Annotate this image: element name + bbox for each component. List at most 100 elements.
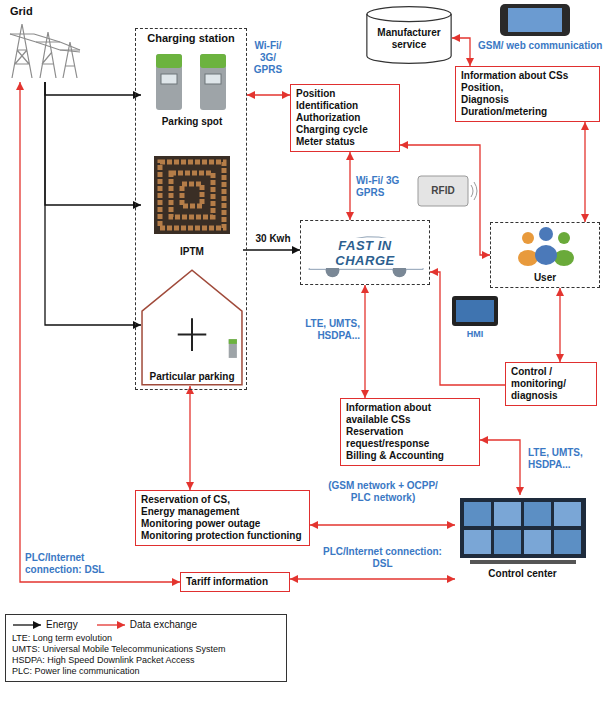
cylinder-rim xyxy=(367,14,451,22)
control-center-monitors xyxy=(470,560,576,564)
iptm-coil xyxy=(154,156,230,234)
phone-icon xyxy=(500,4,570,36)
charger-posts xyxy=(205,74,221,84)
user-people-icon xyxy=(558,232,570,244)
rfid-card xyxy=(471,182,477,200)
node-text: Tariff information xyxy=(186,576,284,588)
iptm-node: IPTM xyxy=(141,151,243,261)
data-connector xyxy=(430,272,505,385)
node-text: Diagnosis xyxy=(461,94,594,106)
info-box: Tariff information xyxy=(180,572,290,592)
node-text: Monitoring protection functioning xyxy=(141,530,304,542)
charger-posts xyxy=(161,74,177,84)
energy-connector xyxy=(243,249,300,250)
rfid-card xyxy=(418,176,477,206)
house-outline xyxy=(142,270,242,385)
node-text: Energy management xyxy=(141,506,304,518)
node-text: Position, xyxy=(461,82,594,94)
legend-item: Data exchange xyxy=(96,619,197,630)
edge-label: Wi-Fi/ 3G GPRS xyxy=(356,175,412,199)
iptm-coil xyxy=(171,173,213,217)
data-connector xyxy=(480,440,520,495)
edge-label: LTE, UMTS, HSDPA... xyxy=(528,447,600,471)
wall-charger xyxy=(229,339,237,344)
info-box: PositionIdentificationAuthorizationCharg… xyxy=(290,84,400,152)
parking-cross xyxy=(178,318,207,351)
power-pylons xyxy=(60,42,80,78)
node-text: Position xyxy=(296,88,394,100)
vehicle-node: FAST IN CHARGE xyxy=(300,220,430,285)
node-text: Identification xyxy=(296,100,394,112)
data-connector xyxy=(189,386,190,490)
user-node: User xyxy=(490,222,600,288)
node-text: Authorization xyxy=(296,112,394,124)
control-center-monitors xyxy=(494,502,521,526)
power-pylons xyxy=(10,24,34,78)
charger-posts xyxy=(156,54,182,110)
rfid-label: RFID xyxy=(420,185,466,197)
legend-line-sample xyxy=(97,624,125,625)
info-box: Control / monitoring/ diagnosis xyxy=(505,362,597,406)
control-center-monitors xyxy=(524,530,551,554)
user-people-icon xyxy=(522,232,534,244)
data-connector xyxy=(349,152,350,220)
node-text: User xyxy=(496,272,594,284)
user-people-icon xyxy=(539,227,553,241)
grid-node: Grid xyxy=(5,2,83,82)
legend-line-sample xyxy=(13,624,41,625)
edge-label: Wi-Fi/ 3G/ GPRS xyxy=(248,40,288,76)
abbreviation-note: LTE: Long term evolution xyxy=(12,633,280,644)
legend-line-sample xyxy=(12,620,42,630)
control-center-monitors xyxy=(460,498,586,558)
hmi-label: HMI xyxy=(452,328,498,340)
edge-label: (GSM network + OCPP/ PLC network) xyxy=(318,480,448,504)
control-center-monitors xyxy=(554,530,581,554)
charger-posts xyxy=(156,54,226,110)
data-connector xyxy=(584,122,585,222)
abbreviation-note: HSDPA: High Speed Downlink Packet Access xyxy=(12,655,280,666)
edge-label: PLC/Internet connection: DSL xyxy=(25,552,125,576)
user-people-icon xyxy=(554,250,574,266)
legend-row: Energy Data exchange xyxy=(12,619,280,630)
node-text: Billing & Accounting xyxy=(346,450,474,462)
phone-icon xyxy=(500,4,570,36)
house-outline xyxy=(141,269,243,386)
legend-line-sample xyxy=(96,620,126,630)
control-center-monitors xyxy=(554,502,581,526)
info-box: Information about CSsPosition,DiagnosisD… xyxy=(455,66,600,122)
parking-spot: Parking spot xyxy=(141,49,243,131)
charger-posts xyxy=(200,54,226,110)
node-text: Charging station xyxy=(141,32,241,45)
network-label: GSM/ web communication xyxy=(478,40,603,52)
node-text: Reservation of CS, xyxy=(141,494,304,506)
node-text: Information about available CSs xyxy=(346,402,474,426)
node-text: Grid xyxy=(10,5,78,18)
charger-posts xyxy=(200,54,226,68)
database-cylinder: Manufacturer service xyxy=(366,6,452,64)
node-text: Monitoring power outage xyxy=(141,518,304,530)
power-pylons xyxy=(10,34,80,52)
house-node: Particular parking xyxy=(141,269,243,386)
info-box: Information about available CSsReservati… xyxy=(340,398,480,466)
node-text: Parking spot xyxy=(146,116,238,128)
energy-connector xyxy=(45,82,141,95)
legend-text: Data exchange xyxy=(130,619,197,630)
control-center-node: Control center xyxy=(455,495,590,583)
data-connector xyxy=(364,285,365,398)
node-text: Manufacturer service xyxy=(371,27,447,51)
legend-item: Energy xyxy=(12,619,78,630)
abbreviation-note: PLC: Power line communication xyxy=(12,666,280,677)
hmi-screen xyxy=(452,296,498,326)
data-connector xyxy=(247,94,290,95)
iptm-coil xyxy=(182,184,202,206)
data-connector xyxy=(559,288,560,362)
node-text: Control / monitoring/ diagnosis xyxy=(511,366,591,402)
data-connector xyxy=(290,578,455,579)
data-connector xyxy=(310,524,455,525)
user-people-icon xyxy=(518,250,538,266)
node-text: Reservation request/response xyxy=(346,426,474,450)
power-pylons xyxy=(10,24,80,78)
cylinder-outline xyxy=(367,7,451,64)
legend-box: Energy Data exchangeLTE: Long term evolut… xyxy=(5,614,287,682)
